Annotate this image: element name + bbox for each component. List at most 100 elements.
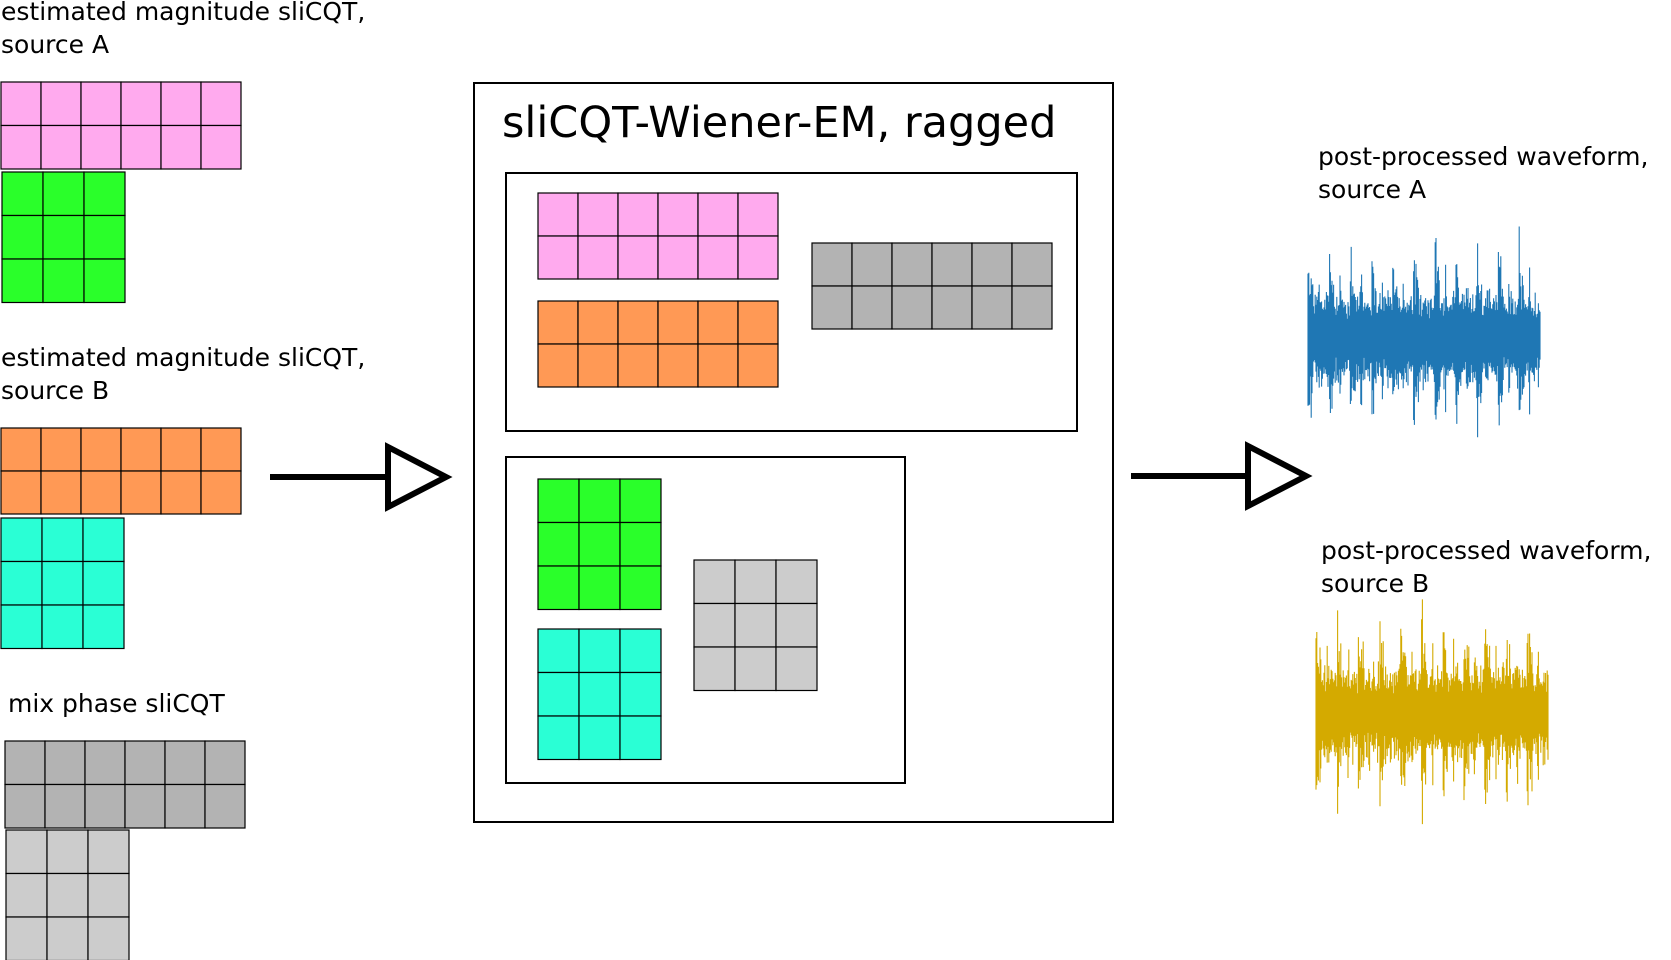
source-a-block-1-cell xyxy=(40,81,82,127)
frame2-mix-phase-cell xyxy=(734,602,777,648)
source-b-block-1-cell xyxy=(40,427,82,472)
source-b-block-2-cell xyxy=(41,560,84,606)
frame2-mix-phase-cell xyxy=(775,559,818,605)
mix-phase-block-1-cell xyxy=(124,783,166,829)
mix-phase-block-1-cell xyxy=(4,783,46,829)
frame1-source-b-cell xyxy=(657,300,699,345)
frame2-mix-phase-cell xyxy=(693,602,736,648)
ragged-block-1-frame xyxy=(505,172,1078,432)
source-a-block-1-cell xyxy=(40,124,82,170)
frame2-source-b-cell xyxy=(537,628,580,674)
mix-phase-block-1-cell xyxy=(84,783,126,829)
frame2-source-b-cell xyxy=(619,628,662,674)
frame1-source-b-cell xyxy=(537,343,579,388)
mix-phase-block-1-cell xyxy=(164,740,206,786)
frame1-source-b-cell xyxy=(577,300,619,345)
mix-phase-block-1-cell xyxy=(204,783,246,829)
source-a-block-2-cell xyxy=(1,171,44,217)
mix-phase-block-1-cell xyxy=(44,783,86,829)
frame1-mix-phase-cell xyxy=(811,242,853,287)
source-b-block-2-cell xyxy=(82,517,125,563)
mix-phase-block-1-cell xyxy=(44,740,86,786)
source-a-block-2-cell xyxy=(83,258,126,304)
mix-phase-label: mix phase sliCQT xyxy=(8,689,225,718)
output-a-label: post-processed waveform,source A xyxy=(1318,142,1649,204)
right-arrow-icon xyxy=(1131,441,1313,511)
frame1-source-b-cell xyxy=(697,343,739,388)
frame1-source-a-cell xyxy=(737,235,779,280)
frame1-source-b-cell xyxy=(737,343,779,388)
mix-phase-block-2-cell xyxy=(87,916,130,960)
ragged-block-2-frame xyxy=(505,456,906,784)
source-b-block-1-cell xyxy=(80,427,122,472)
source-b-block-2-cell xyxy=(82,604,125,650)
source-b-block-2-cell xyxy=(0,604,43,650)
frame1-mix-phase-cell xyxy=(891,285,933,330)
frame1-source-b-cell xyxy=(617,300,659,345)
frame2-mix-phase-cell xyxy=(734,646,777,692)
frame2-source-b-cell xyxy=(578,671,621,717)
frame2-mix-phase-cell xyxy=(775,646,818,692)
mix-phase-block-1-cell xyxy=(204,740,246,786)
source-b-block-1-cell xyxy=(160,427,202,472)
frame1-mix-phase xyxy=(811,242,1053,330)
source-a-block-1-cell xyxy=(160,124,202,170)
frame2-source-a-cell xyxy=(619,565,662,611)
frame1-source-a-cell xyxy=(617,192,659,237)
frame1-mix-phase-cell xyxy=(811,285,853,330)
source-b-block-1 xyxy=(0,427,242,515)
frame1-mix-phase-cell xyxy=(891,242,933,287)
mix-phase-block-1-cell xyxy=(164,783,206,829)
frame2-source-a-cell xyxy=(578,478,621,524)
source-b-block-2 xyxy=(0,517,125,650)
source-a-block-2-cell xyxy=(83,171,126,217)
frame2-source-b xyxy=(537,628,662,761)
frame2-source-a-cell xyxy=(537,565,580,611)
frame1-source-a-cell xyxy=(697,192,739,237)
frame2-mix-phase-cell xyxy=(693,559,736,605)
frame1-source-a-cell xyxy=(617,235,659,280)
frame1-mix-phase-cell xyxy=(1011,242,1053,287)
mix-phase-block-2-cell xyxy=(46,829,89,875)
mix-phase-block-2-cell xyxy=(5,916,48,960)
frame1-mix-phase-cell xyxy=(971,242,1013,287)
frame2-mix-phase-cell xyxy=(775,602,818,648)
process-box xyxy=(473,82,1114,823)
mix-phase-block-2-cell xyxy=(87,872,130,918)
source-a-block-2-cell xyxy=(42,258,85,304)
frame2-source-b-cell xyxy=(578,628,621,674)
source-a-block-1-cell xyxy=(80,124,122,170)
frame1-source-b-cell xyxy=(697,300,739,345)
frame2-source-b-cell xyxy=(619,715,662,761)
source-b-block-1-cell xyxy=(120,427,162,472)
frame1-source-a-cell xyxy=(577,192,619,237)
source-a-block-2-cell xyxy=(1,258,44,304)
source-a-block-2-cell xyxy=(1,214,44,260)
frame2-source-b-cell xyxy=(619,671,662,717)
frame1-source-b-cell xyxy=(577,343,619,388)
frame2-source-a-cell xyxy=(537,478,580,524)
frame1-mix-phase-cell xyxy=(931,285,973,330)
frame1-mix-phase-cell xyxy=(1011,285,1053,330)
frame2-source-a-cell xyxy=(578,565,621,611)
frame1-source-a-cell xyxy=(657,235,699,280)
source-b-block-1-cell xyxy=(80,470,122,515)
frame1-source-b-cell xyxy=(617,343,659,388)
source-b-magnitude-label: estimated magnitude sliCQT,source B xyxy=(1,343,366,405)
mix-phase-block-1-cell xyxy=(84,740,126,786)
mix-phase-block-2-cell xyxy=(5,872,48,918)
source-b-block-1-cell xyxy=(120,470,162,515)
source-b-block-1-cell xyxy=(160,470,202,515)
mix-phase-block-2-cell xyxy=(5,829,48,875)
frame2-source-a-cell xyxy=(537,521,580,567)
frame1-source-b-cell xyxy=(537,300,579,345)
frame2-source-b-cell xyxy=(537,715,580,761)
source-a-block-1 xyxy=(0,81,242,170)
source-a-block-1-cell xyxy=(160,81,202,127)
frame1-mix-phase-cell xyxy=(851,242,893,287)
frame2-mix-phase-cell xyxy=(734,559,777,605)
source-b-block-2-cell xyxy=(0,517,43,563)
frame2-source-a xyxy=(537,478,662,611)
waveform-source-b xyxy=(1315,599,1549,825)
frame1-source-b-cell xyxy=(657,343,699,388)
